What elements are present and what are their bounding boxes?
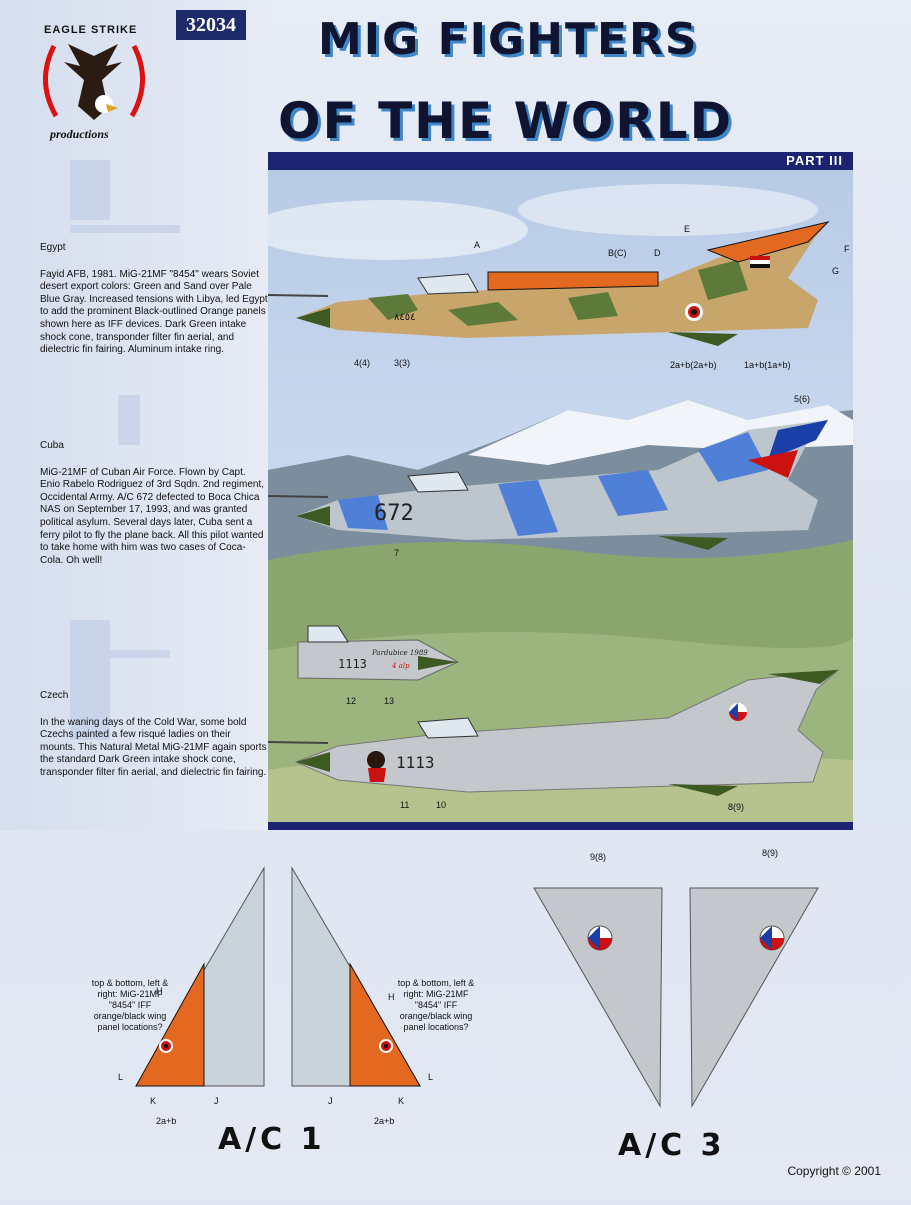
callout-13: 13 — [384, 696, 395, 706]
brand-tagline: productions — [50, 127, 109, 141]
section-heading: Czech — [40, 690, 69, 701]
wing-note-right: top & bottom, left & right: MiG-21MF "84… — [397, 978, 475, 1032]
watermark-shape — [70, 160, 110, 220]
page-title-line2: OF THE WORLD — [278, 92, 734, 150]
wing-label-l-right: L — [428, 1072, 434, 1082]
callout-4: 4(4) — [354, 358, 371, 368]
wing-diagrams — [135, 866, 819, 1108]
ac1-label: A/C 1 — [218, 1122, 326, 1157]
wing-plan-views: top & bottom, left & right: MiG-21MF "84… — [0, 838, 911, 1200]
wing-label-k-left: K — [150, 1096, 157, 1106]
wing-label-l-left: L — [118, 1072, 124, 1082]
brand-name: EAGLE STRIKE — [44, 24, 138, 36]
callout-11: 11 — [400, 800, 410, 810]
wing-label-h-right: H — [388, 992, 395, 1002]
czech-mig21mf-profile: 1113 — [268, 669, 840, 796]
callout-f: F — [844, 244, 850, 254]
wing-label-k-right: K — [398, 1096, 405, 1106]
brand-logo: EAGLE STRIKE productions — [34, 24, 154, 144]
callout-b: B(C) — [608, 248, 627, 258]
watermark-shape — [70, 620, 110, 740]
wing-note-left: top & bottom, left & right: MiG-21MF "84… — [91, 978, 169, 1032]
section-body: Fayid AFB, 1981. MiG-21MF "8454" wears S… — [40, 268, 268, 356]
wing-label-ab-right: 2a+b — [374, 1116, 395, 1126]
callout-3: 3(3) — [394, 358, 411, 368]
callout-5: 5(6) — [794, 394, 811, 404]
watermark-shape — [118, 395, 140, 445]
eagle-icon — [43, 44, 145, 120]
callout-10: 10 — [436, 800, 447, 810]
callout-2ab: 2a+b(2a+b) — [670, 360, 717, 370]
egypt-mig21mf-profile: ٨٤٥٤ — [268, 221, 830, 346]
part-label: PART III — [786, 153, 843, 168]
callout-12: 12 — [346, 696, 357, 706]
section-heading: Cuba — [40, 440, 64, 451]
wing-label-j-right: J — [328, 1096, 333, 1106]
callout-g: G — [832, 266, 840, 276]
section-egypt: Egypt Fayid AFB, 1981. MiG-21MF "8454" w… — [40, 242, 268, 357]
callout-e: E — [684, 224, 691, 234]
section-czech: Czech In the waning days of the Cold War… — [40, 690, 268, 780]
wing3-left-label: 9(8) — [590, 852, 607, 862]
part-banner: PART III — [268, 152, 853, 170]
wing3-right-label: 8(9) — [762, 848, 779, 858]
czech-code: 1113 — [396, 753, 435, 772]
aircraft-profiles-panel: ٨٤٥٤ 672 1113 Pardubice 1989 — [268, 170, 853, 822]
watermark-shape — [110, 650, 170, 658]
czech-nose-script: Pardubice 1989 — [371, 649, 428, 657]
callout-7: 7 — [394, 548, 400, 558]
ac3-label: A/C 3 — [618, 1128, 726, 1163]
cuba-mig21mf-profile: 672 — [268, 420, 828, 550]
wing-label-ab-left: 2a+b — [156, 1116, 177, 1126]
czech-nose-detail: 1113 Pardubice 1989 4 alp — [297, 625, 460, 681]
section-cuba: Cuba MiG-21MF of Cuban Air Force. Flown … — [40, 440, 268, 567]
wing-label-j-left: J — [214, 1096, 219, 1106]
catalog-number: 32034 — [176, 10, 246, 40]
copyright: Copyright © 2001 — [787, 1164, 881, 1178]
section-body: MiG-21MF of Cuban Air Force. Flown by Ca… — [40, 466, 265, 566]
callout-d: D — [654, 248, 661, 258]
cuba-code: 672 — [374, 501, 414, 526]
section-body: In the waning days of the Cold War, some… — [40, 716, 267, 778]
profiles-illustration: ٨٤٥٤ 672 1113 Pardubice 1989 — [268, 170, 853, 822]
callout-a: A — [474, 240, 481, 250]
page-title-line1: MIG FIGHTERS — [318, 14, 699, 65]
egypt-nose-code: ٨٤٥٤ — [394, 312, 415, 323]
callout-8: 8(9) — [728, 802, 745, 812]
czech-nose-small: 4 alp — [391, 662, 410, 670]
watermark-shape — [70, 225, 180, 233]
wing-label-h-left: H — [156, 986, 163, 996]
section-heading: Egypt — [40, 242, 66, 253]
callout-1ab: 1a+b(1a+b) — [744, 360, 791, 370]
panel-bottom-bar — [268, 822, 853, 830]
left-column — [0, 0, 268, 830]
czech-nose-code: 1113 — [338, 657, 367, 671]
